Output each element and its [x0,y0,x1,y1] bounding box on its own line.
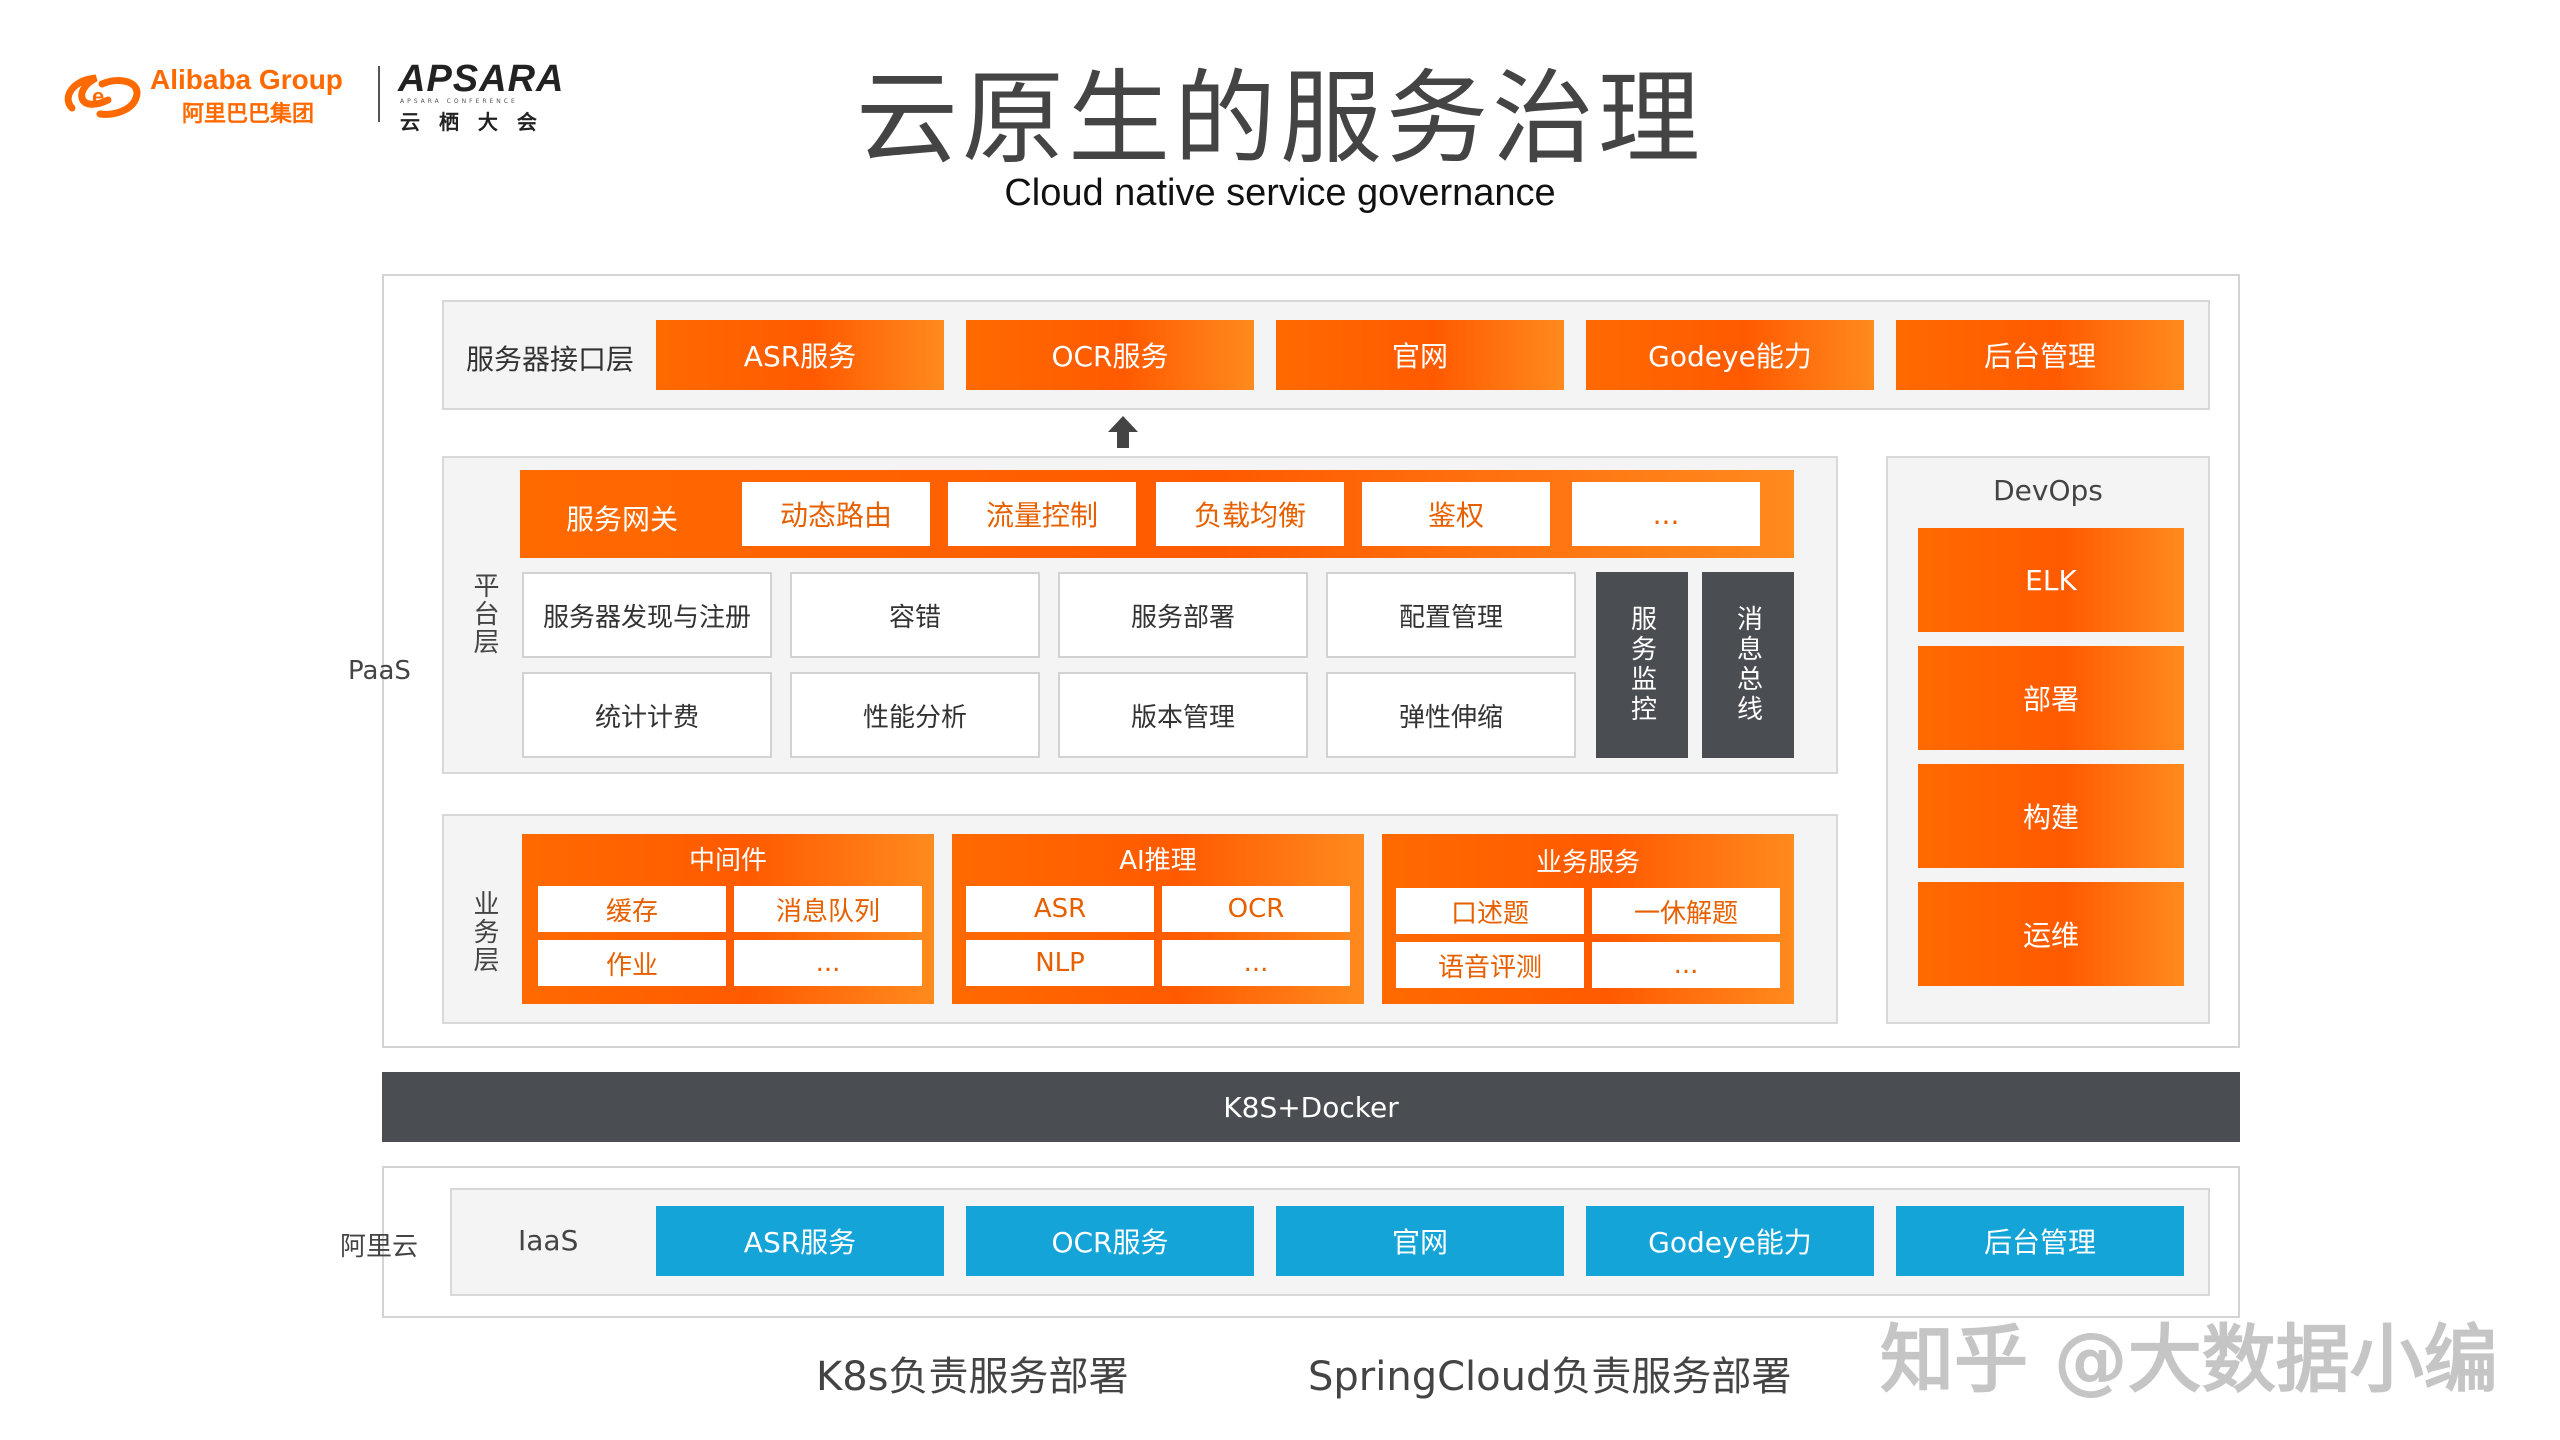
apsara-text: APSARA [398,58,565,100]
interface-ocr-button[interactable]: OCR服务 [966,320,1254,390]
speech-eval-item[interactable]: 语音评测 [1396,942,1584,988]
devops-elk-button[interactable]: ELK [1918,528,2184,632]
gateway-flow-control[interactable]: 流量控制 [948,482,1136,546]
middleware-more-item[interactable]: ... [734,940,922,986]
iaas-ocr-button[interactable]: OCR服务 [966,1206,1254,1276]
aliyun-label: 阿里云 [340,1232,419,1262]
gateway-load-balance[interactable]: 负载均衡 [1156,482,1344,546]
interface-godeye-button[interactable]: Godeye能力 [1586,320,1874,390]
iaas-admin-button[interactable]: 后台管理 [1896,1206,2184,1276]
interface-website-button[interactable]: 官网 [1276,320,1564,390]
paas-label: PaaS [348,656,411,686]
alibaba-cn-text: 阿里巴巴集团 [182,102,315,127]
devops-deploy-button[interactable]: 部署 [1918,646,2184,750]
gateway-more[interactable]: ... [1572,482,1760,546]
business-more-item[interactable]: ... [1592,942,1780,988]
alibaba-mark-icon: e [64,74,141,118]
job-item[interactable]: 作业 [538,940,726,986]
fault-tolerance-box[interactable]: 容错 [790,572,1040,658]
service-monitor-label: 服务监控 [1626,605,1657,725]
message-bus-label: 消息总线 [1732,605,1763,725]
watermark-text: 知乎 @大数据小编 [1880,1317,2498,1403]
ai-asr-item[interactable]: ASR [966,886,1154,932]
business-layer-label: 业务层 [469,890,499,974]
apsara-cn-text: 云 栖 大 会 [400,110,543,134]
middleware-title: 中间件 [688,845,767,876]
ai-ocr-item[interactable]: OCR [1162,886,1350,932]
discovery-registration-box[interactable]: 服务器发现与注册 [522,572,772,658]
iaas-website-button[interactable]: 官网 [1276,1206,1564,1276]
message-queue-item[interactable]: 消息队列 [734,886,922,932]
up-arrow-icon [1108,416,1138,448]
alibaba-group-text: Alibaba Group [150,64,343,95]
footer-k8s-text: K8s负责服务部署 [816,1354,1129,1400]
page-subtitle: Cloud native service governance [1004,171,1556,214]
apsara-logo: APSARA APSARA CONFERENCE 云 栖 大 会 [398,58,588,134]
yixiu-solve-item[interactable]: 一休解题 [1592,888,1780,934]
page-title: 云原生的服务治理 [856,59,1704,179]
cache-item[interactable]: 缓存 [538,886,726,932]
interface-asr-button[interactable]: ASR服务 [656,320,944,390]
k8s-docker-bar: K8S+Docker [382,1072,2240,1142]
ai-more-item[interactable]: ... [1162,940,1350,986]
gateway-auth[interactable]: 鉴权 [1362,482,1550,546]
message-bus-box[interactable]: 消息总线 [1702,572,1794,758]
business-service-title: 业务服务 [1535,847,1640,878]
service-deploy-box[interactable]: 服务部署 [1058,572,1308,658]
platform-layer-label: 平台层 [469,572,499,656]
devops-title: DevOps [1993,473,2103,507]
iaas-asr-button[interactable]: ASR服务 [656,1206,944,1276]
interface-layer-label: 服务器接口层 [466,343,635,376]
gateway-label: 服务网关 [566,503,679,536]
interface-admin-button[interactable]: 后台管理 [1896,320,2184,390]
iaas-godeye-button[interactable]: Godeye能力 [1586,1206,1874,1276]
version-management-box[interactable]: 版本管理 [1058,672,1308,758]
oral-question-item[interactable]: 口述题 [1396,888,1584,934]
footer-springcloud-text: SpringCloud负责服务部署 [1308,1354,1792,1400]
logo-divider [378,66,380,122]
iaas-label: IaaS [518,1224,579,1257]
billing-statistics-box[interactable]: 统计计费 [522,672,772,758]
ai-inference-title: AI推理 [1119,845,1197,876]
config-management-box[interactable]: 配置管理 [1326,572,1576,658]
ai-nlp-item[interactable]: NLP [966,940,1154,986]
performance-analysis-box[interactable]: 性能分析 [790,672,1040,758]
devops-ops-button[interactable]: 运维 [1918,882,2184,986]
devops-build-button[interactable]: 构建 [1918,764,2184,868]
apsara-sub-text: APSARA CONFERENCE [400,98,518,105]
gateway-dynamic-routing[interactable]: 动态路由 [742,482,930,546]
svg-text:e: e [92,84,104,109]
alibaba-logo: e Alibaba Group 阿里巴巴集团 [62,60,362,130]
elastic-scaling-box[interactable]: 弹性伸缩 [1326,672,1576,758]
service-monitor-box[interactable]: 服务监控 [1596,572,1688,758]
